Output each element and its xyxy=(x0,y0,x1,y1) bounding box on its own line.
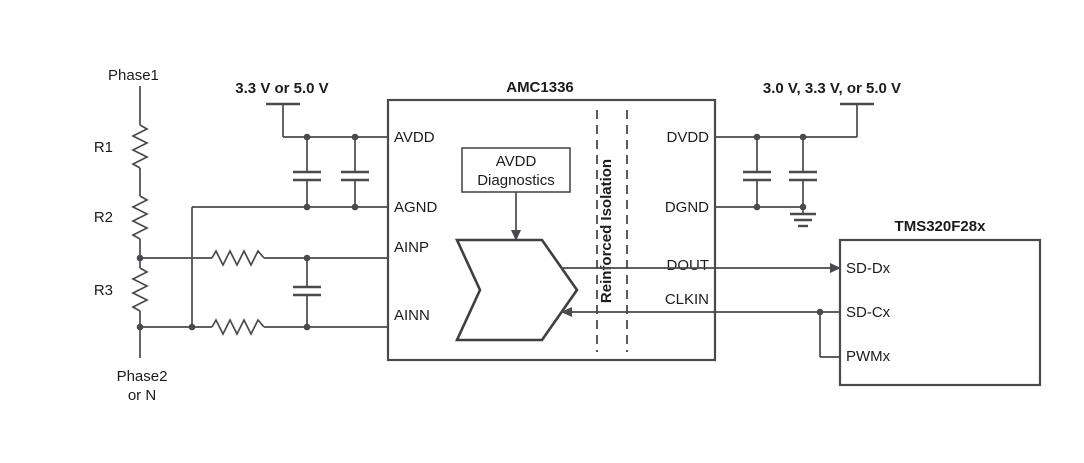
phase1-label: Phase1 xyxy=(108,67,159,84)
amc1336-title: AMC1336 xyxy=(506,79,574,96)
right-supply: 3.0 V, 3.3 V, or 5.0 V xyxy=(715,80,901,228)
diagnostics-label-line2: Diagnostics xyxy=(477,172,555,189)
avdd-diagnostics: AVDD Diagnostics xyxy=(461,147,571,241)
resistor-r1 xyxy=(131,124,149,169)
pin-clkin: CLKIN xyxy=(665,291,709,308)
pin-sd-dx: SD-Dx xyxy=(846,260,891,277)
delta-sigma-modulator-symbol xyxy=(454,238,579,342)
resistor-r3 xyxy=(131,267,149,312)
input-network xyxy=(140,249,388,336)
pin-dout: DOUT xyxy=(667,257,710,274)
mcu-block: TMS320F28x SD-Dx SD-Cx PWMx xyxy=(838,218,1042,387)
supply-rail-icon xyxy=(266,102,300,137)
ainp-series-resistor xyxy=(211,249,265,267)
pin-sd-cx: SD-Cx xyxy=(846,304,891,321)
isolation-label: Reinforced Isolation xyxy=(598,159,615,303)
phase2-label-line2: or N xyxy=(128,387,156,404)
pin-ainp: AINP xyxy=(394,239,429,256)
pin-dgnd: DGND xyxy=(665,199,709,216)
pin-ainn: AINN xyxy=(394,307,430,324)
down-arrow-icon xyxy=(511,230,521,241)
pin-dvdd: DVDD xyxy=(666,129,709,146)
clkin-arrow-icon xyxy=(561,307,572,317)
ainn-series-resistor xyxy=(211,318,265,336)
pin-agnd: AGND xyxy=(394,199,438,216)
pin-pwmx: PWMx xyxy=(846,348,891,365)
decoupling-capacitor-1-icon xyxy=(293,137,321,207)
phase2-label: Phase2 xyxy=(117,368,168,385)
r3-label: R3 xyxy=(94,282,113,299)
supply-rail-icon xyxy=(840,102,874,137)
decoupling-capacitor-3-icon xyxy=(743,137,771,207)
pin-avdd: AVDD xyxy=(394,129,435,146)
left-supply-label: 3.3 V or 5.0 V xyxy=(235,80,328,97)
mcu-outline xyxy=(838,238,1042,387)
dout-arrow-icon xyxy=(830,263,841,273)
right-supply-label: 3.0 V, 3.3 V, or 5.0 V xyxy=(763,80,901,97)
r1-label: R1 xyxy=(94,139,113,156)
phase-input-chain: Phase1 R1 R2 R3 Phase2 or N xyxy=(94,67,168,404)
mcu-title: TMS320F28x xyxy=(895,218,987,235)
diagnostics-label-line1: AVDD xyxy=(496,153,537,170)
differential-capacitor-icon xyxy=(293,258,321,327)
left-supply: 3.3 V or 5.0 V xyxy=(191,80,388,327)
decoupling-capacitor-2-icon xyxy=(341,137,369,207)
r2-label: R2 xyxy=(94,209,113,226)
ground-icon xyxy=(790,207,816,228)
junction-dots xyxy=(136,133,824,331)
signal-wires xyxy=(561,263,841,358)
decoupling-capacitor-4-icon xyxy=(789,137,817,207)
diagnostics-box xyxy=(461,147,571,193)
resistor-r2 xyxy=(131,195,149,240)
